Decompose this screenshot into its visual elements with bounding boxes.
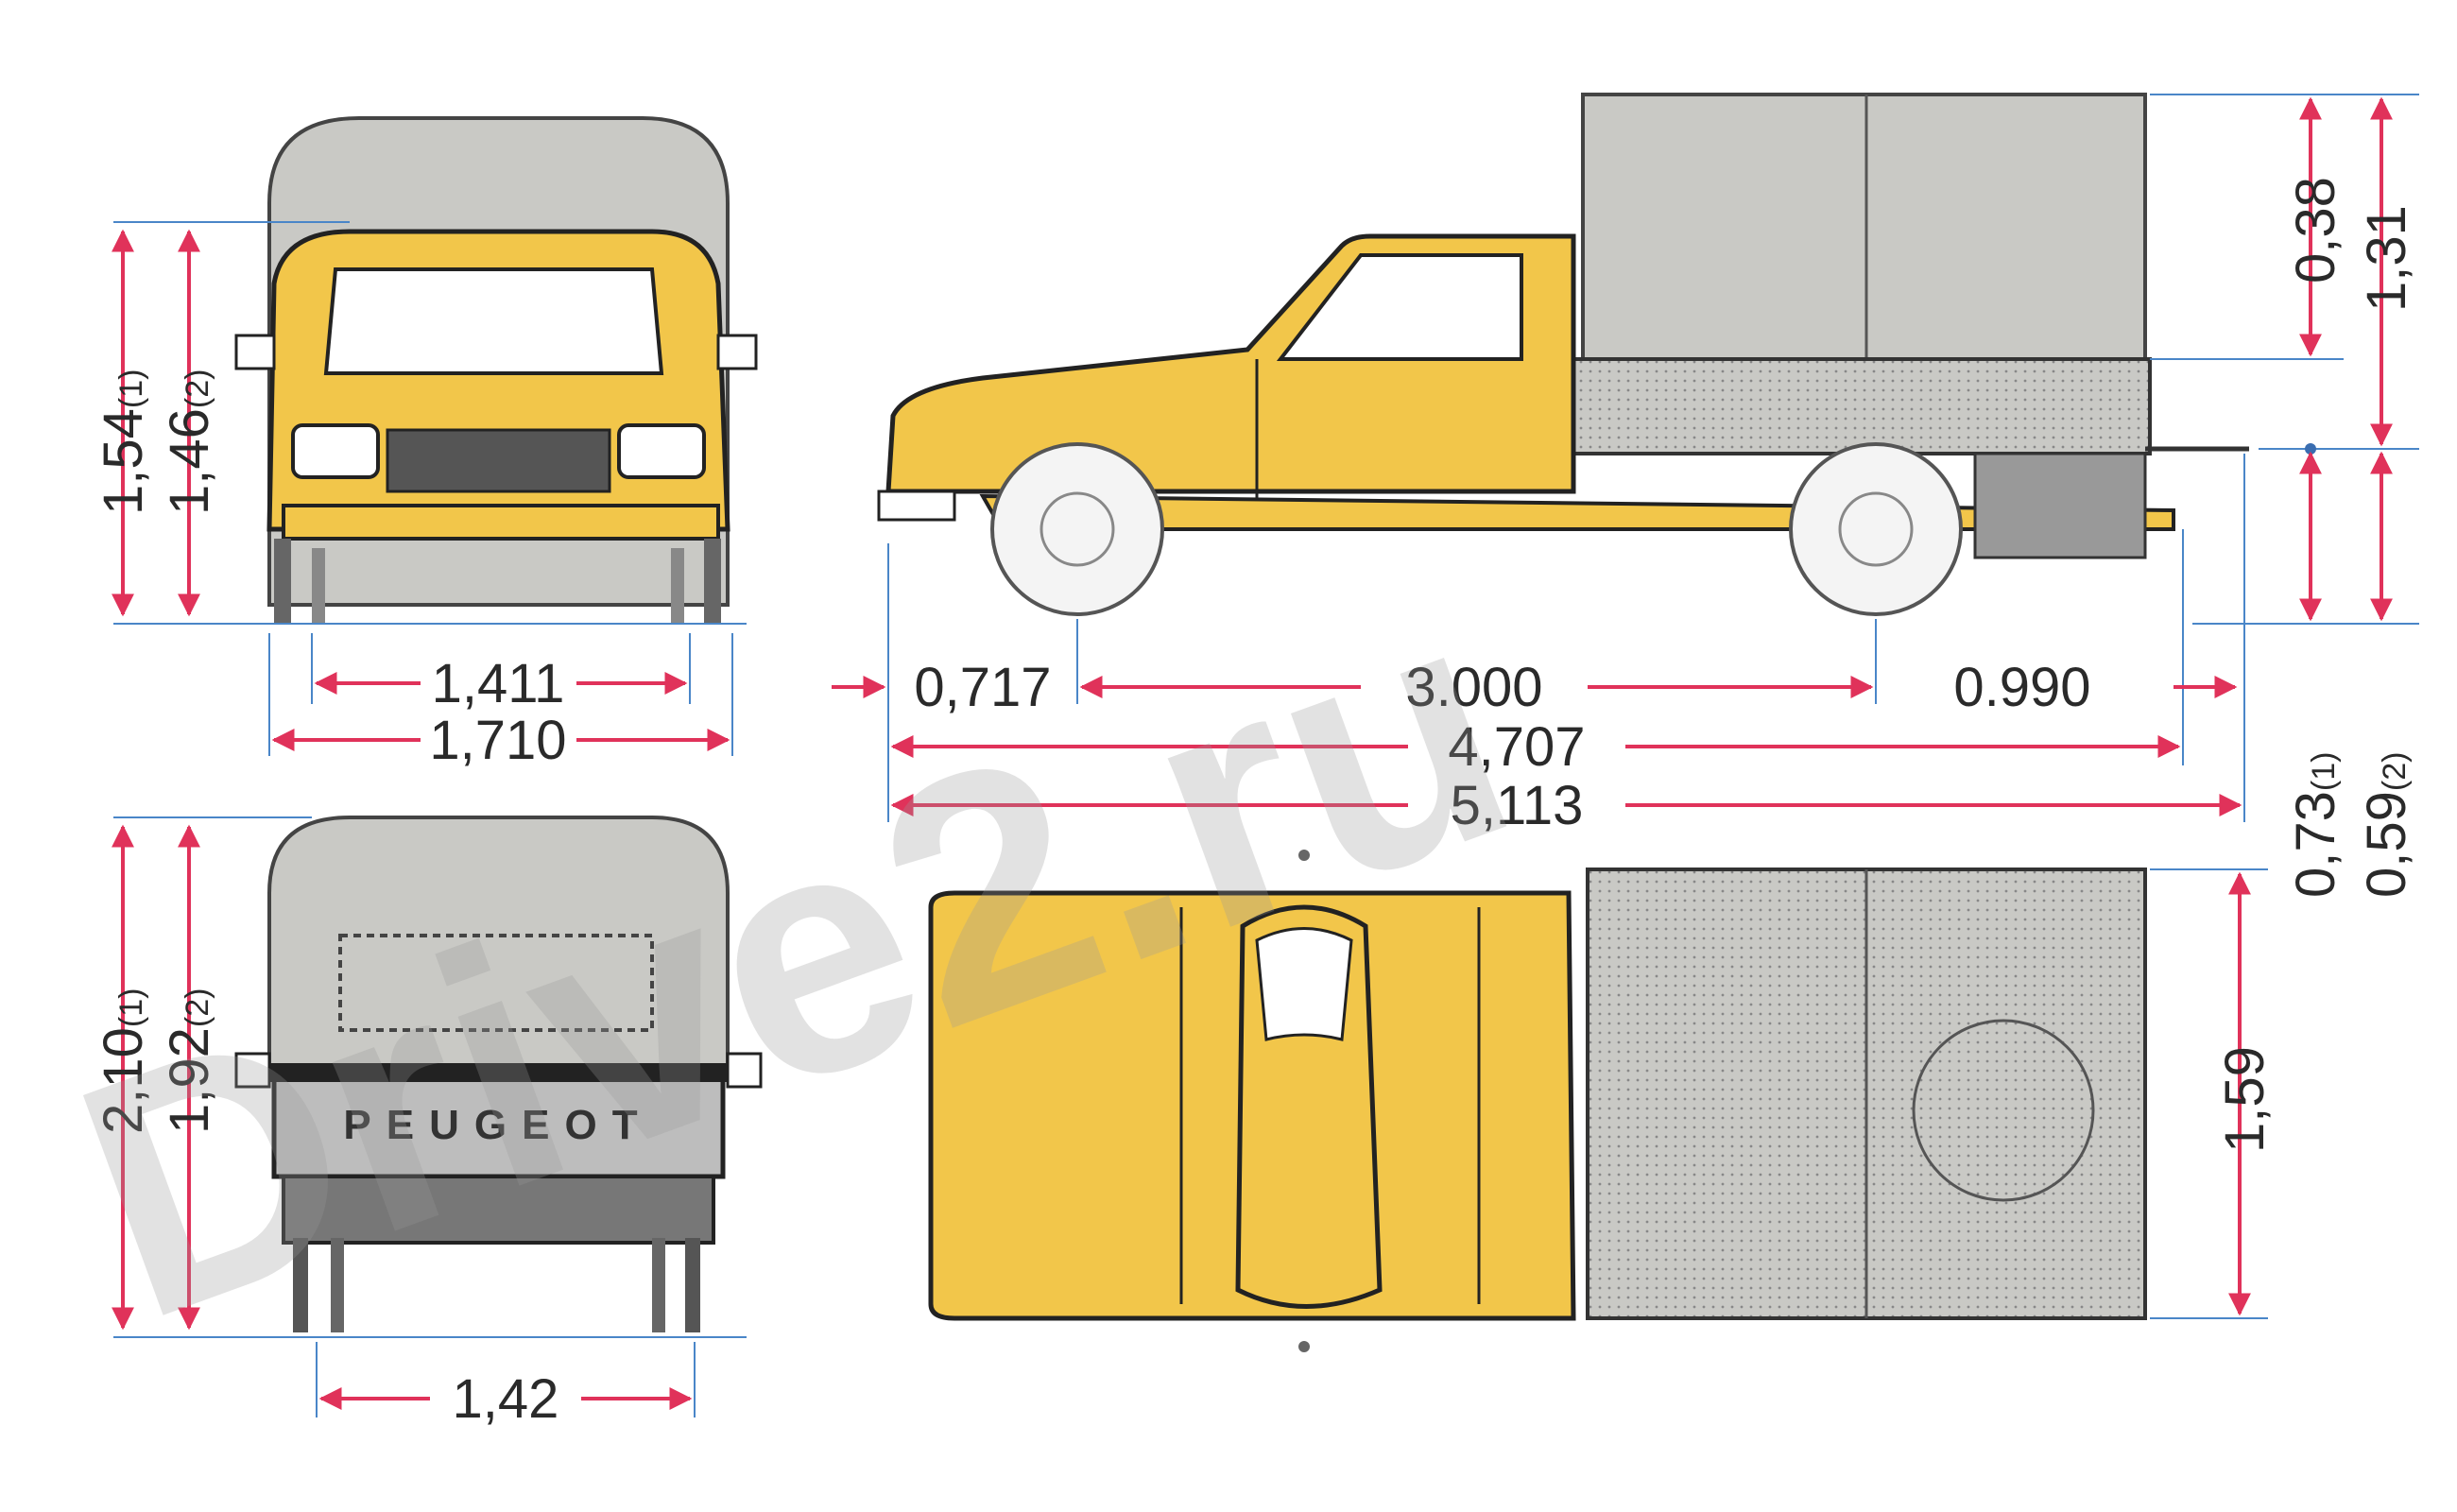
- platform-height-2-value: 0,59: [2356, 791, 2417, 898]
- platform-height-1-value: 0,73: [2285, 791, 2346, 898]
- side-view: [877, 93, 2249, 616]
- rear-height-2-value: 1,92: [159, 1027, 220, 1134]
- front-height-1-label: 1,54(1): [93, 369, 154, 515]
- rear-track-label: 1,42: [453, 1368, 559, 1430]
- side-height-dimensions: 0,38 1,31 0,73(1) 0,59(2): [2150, 94, 2419, 898]
- rear-height-1-value: 2,10: [93, 1027, 154, 1134]
- rear-view: PEUGEOT: [234, 816, 763, 1332]
- front-overhang-label: 0,717: [914, 657, 1051, 718]
- rear-plate-lettering: PEUGEOT: [343, 1102, 652, 1148]
- canopy-total-label: 1,31: [2356, 205, 2417, 312]
- platform-height-2-label: 0,59(2): [2356, 752, 2417, 898]
- chassis-length-label: 4,707: [1448, 716, 1585, 778]
- front-height-1-note: (1): [113, 369, 149, 409]
- wheelbase-label: 3.000: [1405, 657, 1542, 718]
- front-height-dimensions: 1,54(1) 1,46(2): [93, 221, 747, 625]
- overall-length-label: 5,113: [1451, 775, 1584, 836]
- rear-height-2-label: 1,92(2): [159, 988, 220, 1134]
- rear-height-dimensions: 2,10(1) 1,92(2): [93, 816, 747, 1338]
- bed-width-dimension: 1,59: [2150, 868, 2276, 1319]
- bed-width-label: 1,59: [2214, 1046, 2276, 1153]
- front-height-2-label: 1,46(2): [159, 369, 220, 515]
- front-width-label: 1,710: [429, 710, 566, 771]
- rear-height-1-note: (1): [113, 988, 149, 1028]
- platform-height-1-label: 0,73(1): [2285, 752, 2346, 898]
- front-height-2-note: (2): [180, 369, 215, 409]
- rear-overhang-label: 0.990: [1953, 657, 2090, 718]
- platform-height-2-note: (2): [2377, 752, 2413, 792]
- canopy-height-label: 0,38: [2285, 177, 2346, 284]
- rear-height-1-label: 2,10(1): [93, 988, 154, 1134]
- rear-height-2-note: (2): [180, 988, 215, 1028]
- front-width-dimensions: 1,411 1,710: [268, 633, 733, 771]
- rear-track-dimension: 1,42: [316, 1342, 696, 1430]
- front-height-1-value: 1,54: [93, 408, 154, 515]
- front-height-2-value: 1,46: [159, 408, 220, 515]
- platform-height-1-note: (1): [2306, 752, 2342, 792]
- top-view: [928, 850, 2147, 1352]
- front-track-label: 1,411: [432, 653, 565, 714]
- front-view: [234, 116, 758, 624]
- side-length-dimensions: 0,717 3.000 0.990 4,707 5,113: [832, 454, 2245, 836]
